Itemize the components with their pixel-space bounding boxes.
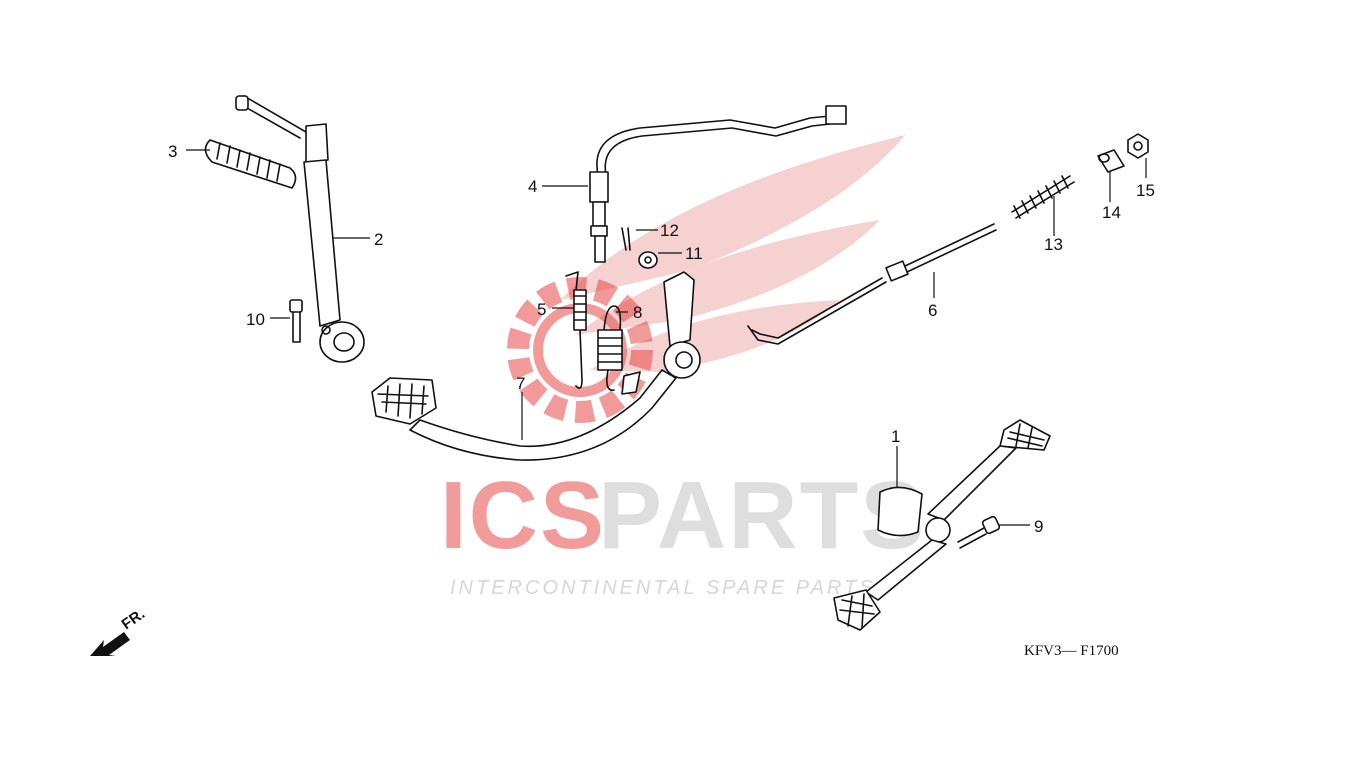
part-stop-switch xyxy=(589,105,847,263)
callouts: 3 2 10 4 5 8 12 11 7 6 13 14 15 1 9 xyxy=(168,142,1155,536)
part-kick-rubber xyxy=(204,139,297,189)
diagram-code: KFV3— F1700 xyxy=(1024,643,1119,659)
part-cotter-pin-12 xyxy=(621,227,631,251)
part-brake-rod xyxy=(747,223,997,345)
callout-12: 12 xyxy=(660,221,679,240)
callout-8: 8 xyxy=(633,303,642,322)
callout-11: 11 xyxy=(685,244,703,263)
callout-15: 15 xyxy=(1136,181,1155,200)
part-washer-11 xyxy=(638,251,658,269)
part-joint-14 xyxy=(1097,149,1125,173)
watermark-brand-grey: PARTS xyxy=(598,462,926,569)
leader-lines xyxy=(186,149,1147,526)
part-bolt-10 xyxy=(289,299,303,343)
front-indicator: FR. xyxy=(90,605,148,656)
callout-1: 1 xyxy=(891,427,900,446)
callout-14: 14 xyxy=(1102,203,1121,222)
callout-13: 13 xyxy=(1044,235,1063,254)
callout-2: 2 xyxy=(374,230,383,249)
part-spring-5 xyxy=(565,271,587,389)
callout-6: 6 xyxy=(928,301,937,320)
callout-4: 4 xyxy=(528,177,537,196)
callout-10: 10 xyxy=(246,310,265,329)
part-bolt-9 xyxy=(957,515,1001,549)
watermark-brand-red: ICS xyxy=(440,462,606,569)
part-spring-13 xyxy=(1011,175,1075,219)
front-arrow-icon xyxy=(90,632,130,656)
part-brake-pedal xyxy=(371,271,701,461)
front-label: FR. xyxy=(119,605,149,633)
watermark-tagline: INTERCONTINENTAL SPARE PARTS xyxy=(450,577,876,599)
callout-7: 7 xyxy=(516,374,525,393)
callout-5: 5 xyxy=(537,300,546,319)
callout-3: 3 xyxy=(168,142,177,161)
part-spring-8 xyxy=(597,305,623,391)
part-main-stand xyxy=(833,419,1051,631)
part-nut-15 xyxy=(1127,133,1149,159)
callout-9: 9 xyxy=(1034,517,1043,536)
part-kick-starter-arm xyxy=(235,95,365,363)
